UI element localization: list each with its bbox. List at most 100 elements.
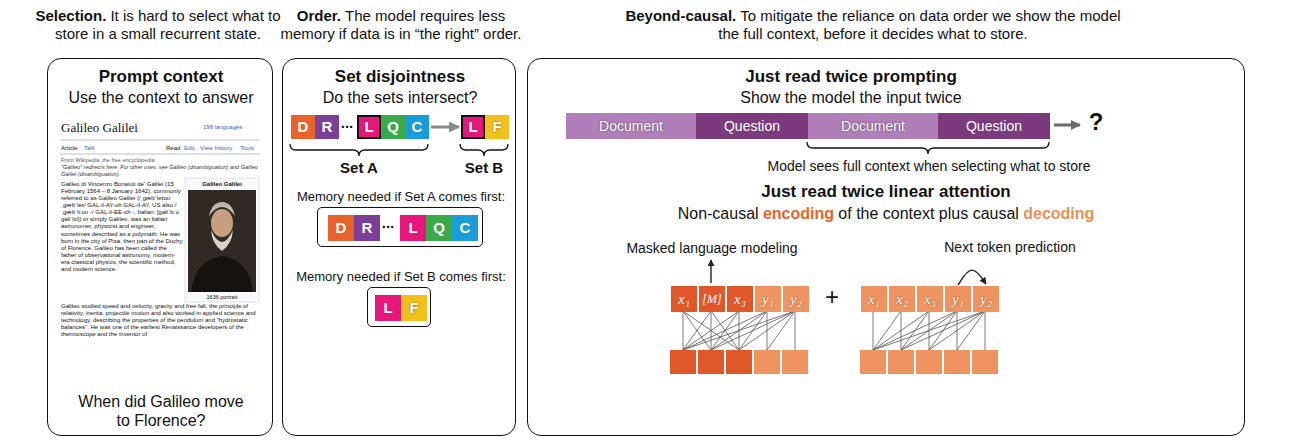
input-segment: Document [808, 113, 938, 139]
set-element-box: D [328, 215, 354, 241]
text-label: C [460, 219, 471, 237]
text-label: x₃ [924, 290, 936, 308]
connector-arrow [958, 270, 986, 285]
attention-line [985, 311, 986, 350]
wiki-hatnote: "Galileo" redirects here. For other uses… [61, 164, 259, 177]
hidden-state-box [916, 350, 942, 374]
text-label: encoding [763, 205, 834, 222]
text-label: of the context plus causal [838, 205, 1019, 222]
rule-line [60, 140, 260, 141]
hidden-state-box [888, 350, 914, 374]
plus-sign: + [820, 283, 844, 312]
set-element-box: R [315, 115, 339, 139]
input-segment: Question [696, 113, 808, 139]
set-brace [290, 144, 428, 156]
mask-arrow [710, 260, 711, 283]
attention-line [683, 311, 684, 350]
text-label: Beyond-causal. [625, 7, 736, 24]
set-element-box: Q [426, 215, 452, 241]
text-label: y₂ [980, 290, 992, 308]
hidden-state-box [726, 350, 752, 374]
panel-box: Set disjointnessDo the sets intersect?Or… [282, 58, 516, 436]
text-label: Just read twice prompting [701, 67, 1001, 87]
attention-line [795, 311, 796, 350]
layout-shape [211, 209, 233, 237]
text-label: Masked language modeling [612, 240, 812, 257]
text-label: Do the sets intersect? [287, 88, 513, 107]
text-label: L [468, 118, 477, 136]
set-element-box: L [357, 115, 381, 139]
set-element-box: D [291, 115, 315, 139]
layout-shape [683, 311, 795, 350]
image-caption: 1636 portrait [185, 294, 259, 301]
portrait-image [188, 190, 256, 292]
tab-label: Tools [240, 145, 262, 152]
tab-label: View history [200, 145, 238, 152]
input-segment: Document [566, 113, 696, 139]
set-label: Set B [449, 159, 519, 177]
output-mark: ? [1084, 108, 1108, 137]
attention-line [683, 311, 739, 350]
text-label: Memory needed if Set B comes first: [284, 269, 518, 285]
text-label: y₁ [952, 290, 964, 308]
text-label: Selection. [36, 7, 107, 24]
text-label: y₁ [762, 290, 774, 308]
ellipsis: ... [377, 214, 399, 232]
infobox-title: Galileo Galilei [185, 181, 259, 188]
hidden-state-box [972, 350, 998, 374]
heading-line: Order.The model requires less memory if … [277, 7, 525, 43]
wiki-paragraph: Galileo di Vincenzo Bonaiuti de' Galilei… [61, 181, 183, 273]
text-label: L [408, 219, 417, 237]
attention-line [739, 311, 795, 350]
attention-line [683, 311, 739, 350]
text-label: Order. [297, 7, 341, 24]
input-segment: Question [938, 113, 1050, 139]
text-label: To mitigate the reliance on data order w… [718, 7, 1120, 42]
token-box: x₂ [889, 286, 915, 312]
set-element-box: R [354, 215, 380, 241]
memory-box: Memory needed if Set A comes first:DRLQC [317, 207, 483, 247]
set-element-box: L [461, 115, 485, 139]
text-label: D [336, 219, 347, 237]
text-label: Question [966, 118, 1022, 135]
hidden-state-box [698, 350, 724, 374]
wiki-title: Galileo Galilei [61, 120, 211, 136]
output-arrow [1054, 124, 1080, 127]
set-brace [460, 144, 508, 156]
attention-line [683, 311, 711, 350]
infobox [185, 178, 259, 302]
token-box: x₁ [861, 286, 887, 312]
text-label: Just read twice linear attention [686, 182, 1086, 202]
heading-line: Non-causalencodingof the context plus ca… [586, 204, 1186, 223]
layout-shape [670, 350, 808, 374]
edge-label: Next token prediction [915, 239, 1105, 256]
attention-line [683, 311, 767, 350]
attention-line [873, 311, 957, 350]
layout-shape [188, 190, 256, 292]
token-box: y₁ [945, 286, 971, 312]
tab-label: Read [166, 145, 184, 152]
attention-line [683, 311, 711, 350]
language-link: 198 languages [203, 124, 261, 131]
text-label: Model sees full context when selecting w… [739, 158, 1119, 175]
token-box: x₃ [917, 286, 943, 312]
set-element-box: C [452, 215, 478, 241]
attention-lines [670, 311, 998, 374]
layout-shape [211, 230, 233, 251]
text-label: L [364, 118, 373, 136]
set-element-box: L [375, 295, 401, 321]
text-label: Q [387, 118, 399, 136]
attention-line [901, 311, 985, 350]
text-label: [M] [702, 292, 721, 306]
text-label: Memory needed if Set A comes first: [284, 189, 518, 205]
token-box: [M] [699, 286, 725, 312]
wiki-subtitle: From Wikipedia, the free encyclopedia [61, 157, 259, 164]
set-element-box: F [485, 115, 509, 139]
hidden-state-box [860, 350, 886, 374]
attention-line [873, 311, 929, 350]
panel-box: Just read twice promptingShow the model … [527, 58, 1245, 436]
text-label: y₂ [790, 290, 802, 308]
text-label: D [298, 118, 309, 136]
token-box: y₂ [783, 286, 809, 312]
